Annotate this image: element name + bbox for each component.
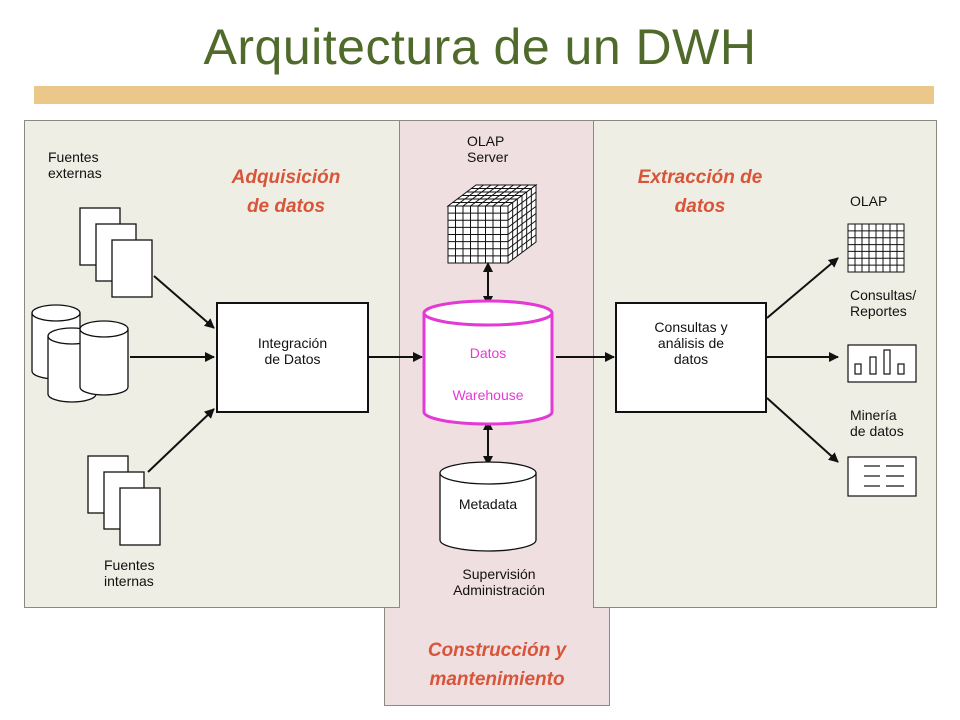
olap-server-label: OLAP Server xyxy=(467,133,509,165)
arrow-to-olap xyxy=(766,257,839,319)
internal-sources-label: Fuentes internas xyxy=(104,557,155,589)
warehouse-label-warehouse: Warehouse xyxy=(452,387,524,403)
construction-heading: Construcción y mantenimiento xyxy=(427,640,567,690)
page-title: Arquitectura de un DWH xyxy=(203,19,757,75)
metadata-label: Metadata xyxy=(458,496,518,512)
olap-cube-icon xyxy=(446,184,538,264)
arrow-internal-to-integration xyxy=(147,408,215,473)
data-mining-icon xyxy=(847,456,917,497)
reports-output-label: Consultas/ Reportes xyxy=(850,287,917,319)
data-warehouse-cylinder xyxy=(422,299,554,426)
reports-chart-icon xyxy=(847,344,917,383)
arrow-external-to-integration xyxy=(153,275,215,329)
mining-output-label: Minería de datos xyxy=(850,407,904,439)
queries-analysis-box xyxy=(615,302,767,413)
metadata-cylinder xyxy=(439,461,537,552)
acquisition-heading: Adquisición de datos xyxy=(231,167,341,217)
title-underline-bar xyxy=(34,86,934,104)
arrow-to-mining xyxy=(766,397,839,463)
olap-grid-icon xyxy=(847,223,905,273)
integration-label: Integración de Datos xyxy=(257,335,328,367)
internal-documents-icon xyxy=(87,455,161,546)
supervision-label: Supervisión Administración xyxy=(453,566,545,598)
extraction-heading: Extracción de datos xyxy=(637,167,763,217)
external-documents-icon xyxy=(79,207,153,298)
olap-output-label: OLAP xyxy=(850,193,888,209)
warehouse-label-datos: Datos xyxy=(469,345,507,361)
external-sources-label: Fuentes externas xyxy=(48,149,102,181)
queries-analysis-label: Consultas y análisis de datos xyxy=(654,319,728,367)
database-cylinders-icon xyxy=(31,304,129,403)
data-integration-box xyxy=(216,302,369,413)
